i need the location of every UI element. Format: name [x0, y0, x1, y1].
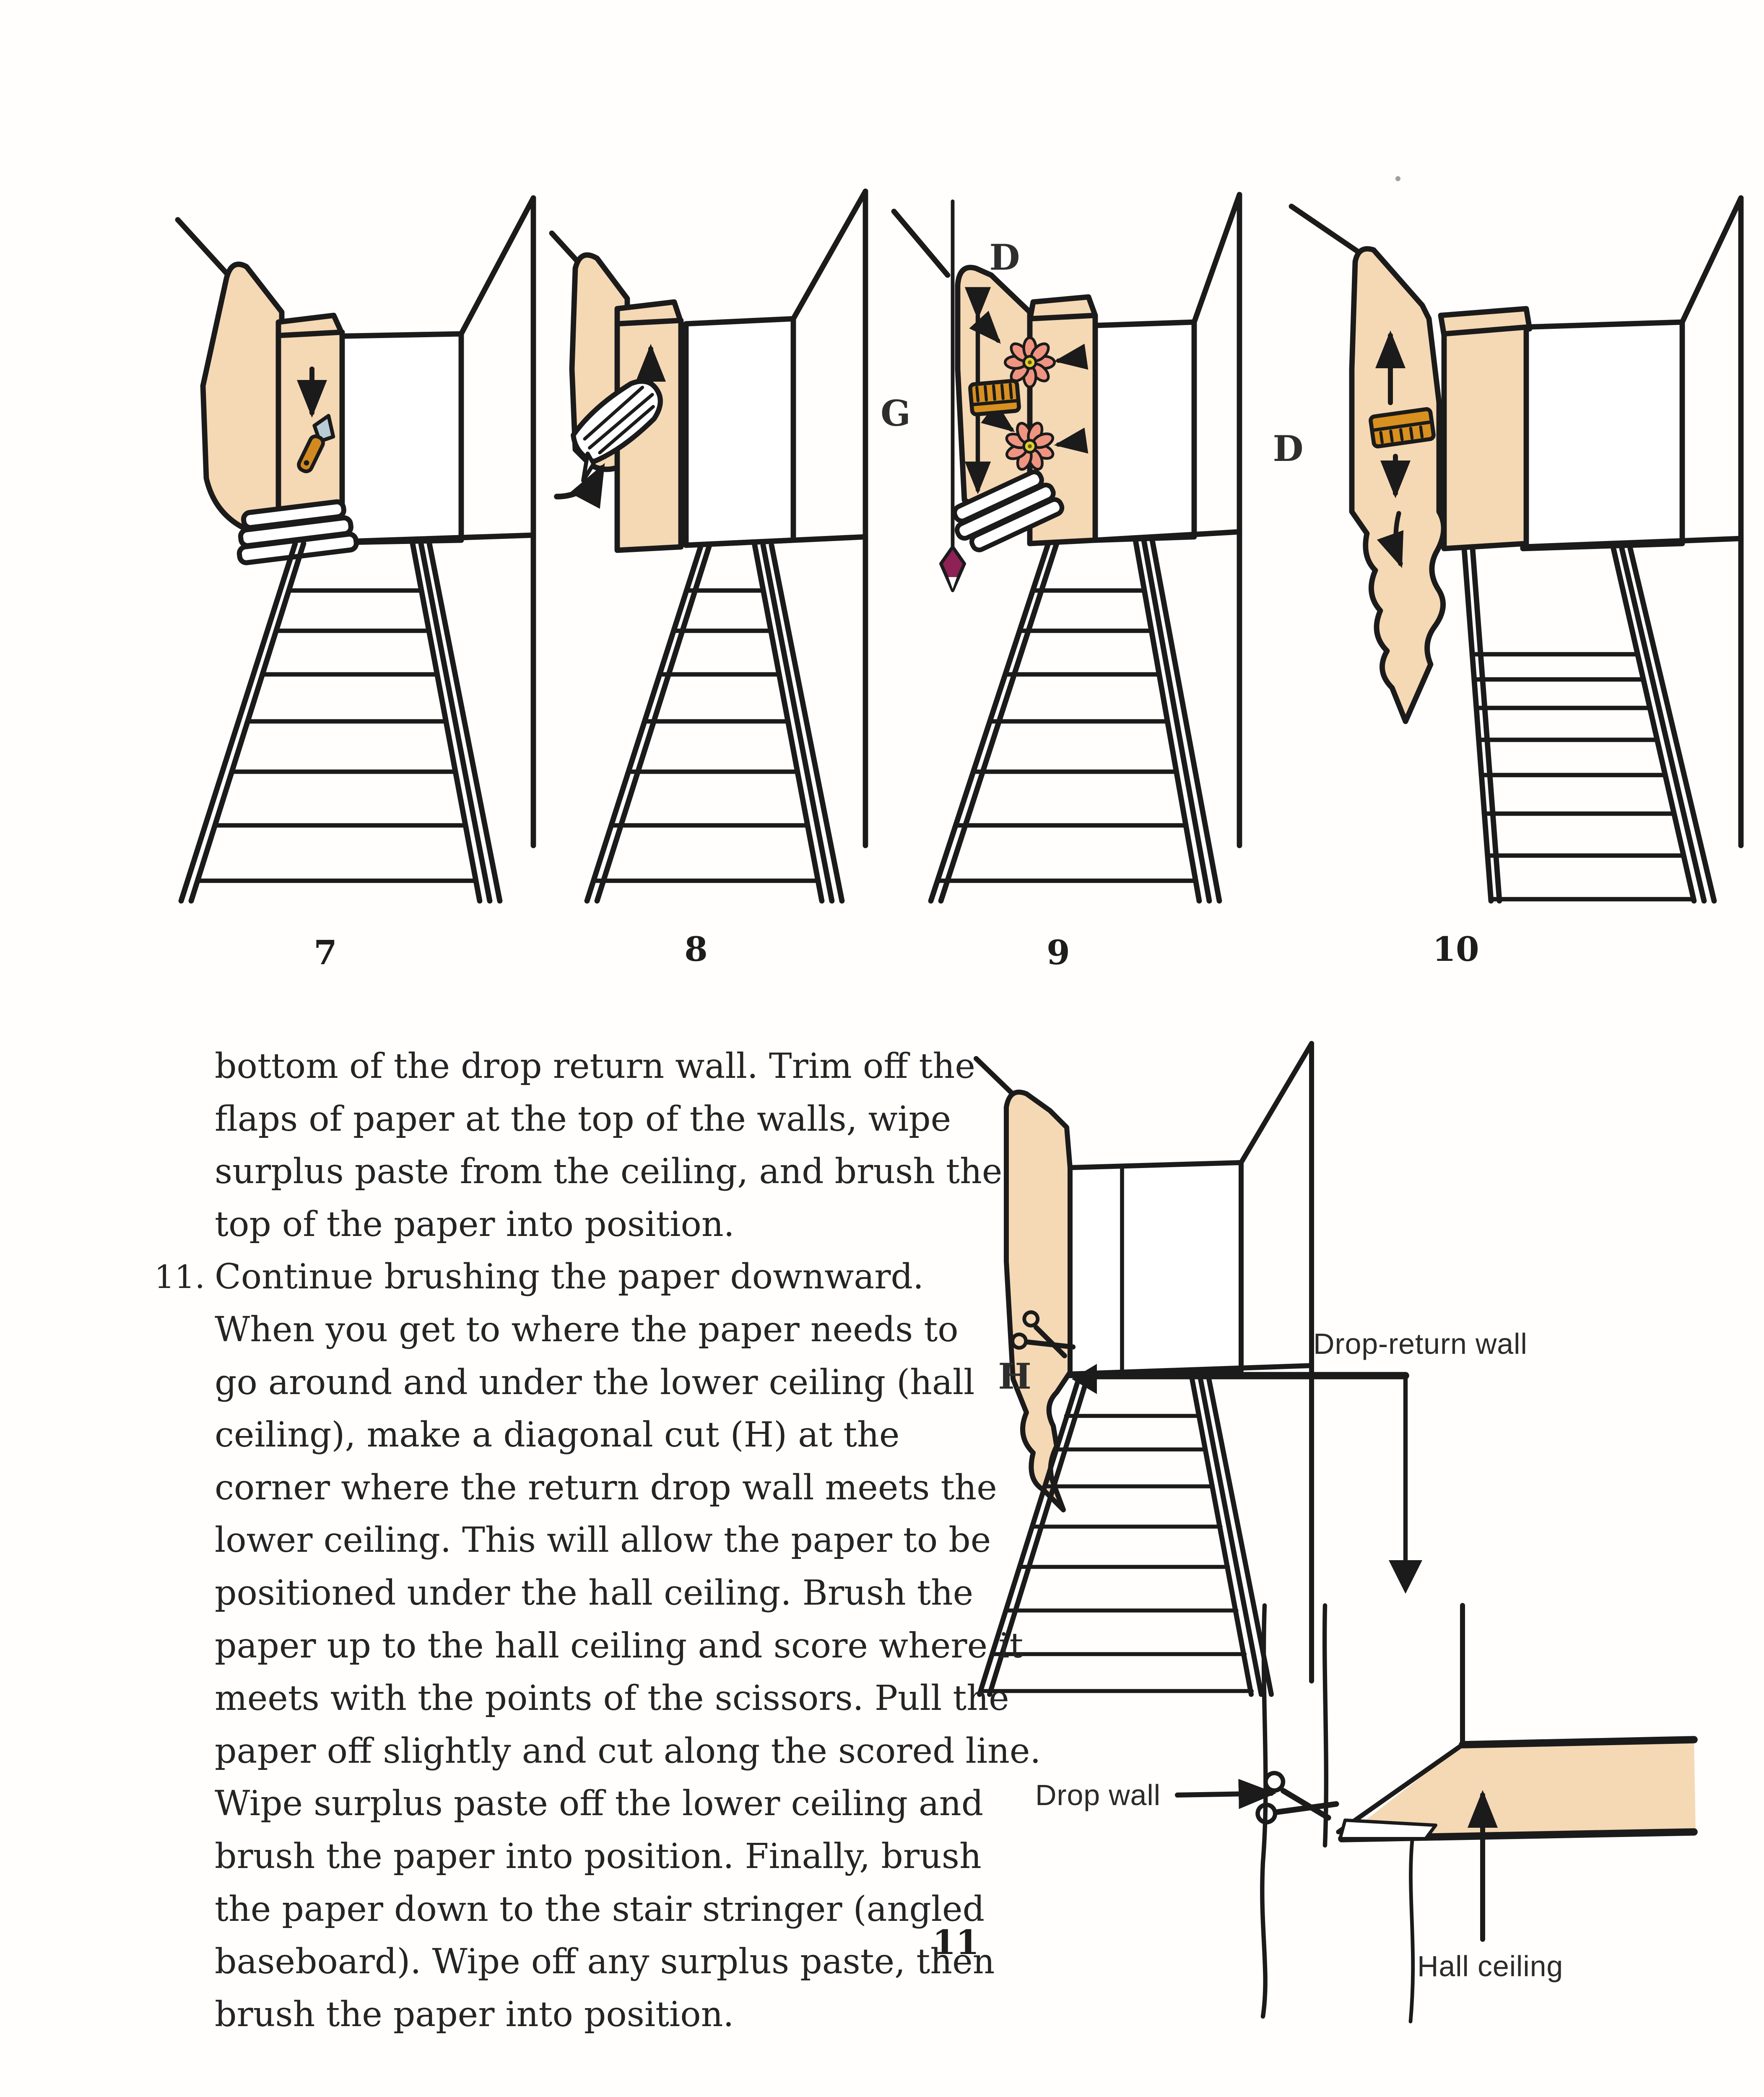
body-text-line: lower ceiling. This will allow the paper…: [215, 1520, 991, 1561]
down-arrowhead: [1389, 1560, 1422, 1594]
flower-motif-icon: [1005, 421, 1055, 471]
ceiling-top-edge: [1459, 1736, 1698, 1748]
curved-arrow-icon: [554, 463, 605, 509]
left-ceiling-line: [175, 217, 233, 280]
wavy-wall-line: [1408, 1838, 1415, 2024]
hall-ceiling-line: [1092, 529, 1242, 543]
head-wall: [1520, 319, 1685, 552]
scissors-icon: [1011, 1310, 1076, 1358]
stairs: [584, 542, 845, 904]
drop-wall-label: Drop wall: [1035, 1779, 1161, 1811]
body-text-line: Continue brushing the paper downward.: [215, 1257, 924, 1297]
label-g-fig9: G: [881, 393, 911, 434]
body-text-line: flaps of paper at the top of the walls, …: [215, 1099, 951, 1139]
cut-flap: [1338, 1819, 1437, 1840]
body-text-line: paper up to the hall ceiling and score w…: [215, 1626, 1024, 1666]
paste-brush-icon: [968, 379, 1021, 416]
body-text-line: corner where the return drop wall meets …: [215, 1467, 997, 1508]
corner-arrowhead: [1072, 1364, 1097, 1394]
stairs: [178, 541, 503, 904]
body-text-line: ceiling), make a diagonal cut (H) at the: [215, 1415, 900, 1455]
figure-11-detail: [1175, 1603, 1698, 2024]
figure-7-illustration: [175, 195, 536, 904]
body-text-line: baseboard). Wipe off any surplus paste, …: [215, 1942, 995, 1982]
figure-11-illustration: [974, 1041, 1314, 1697]
drop-return-wall-label: Drop-return wall: [1313, 1327, 1528, 1360]
body-text-line: the paper down to the stair stringer (an…: [215, 1889, 985, 1929]
wallpaper-drop-strip: [1441, 324, 1529, 552]
pattern-match-arrow-icon: [1054, 427, 1089, 454]
stairs: [928, 537, 1222, 904]
list-item-11: 11. Continue brushing the paper downward…: [154, 1251, 1041, 2041]
head-wall: [1068, 1160, 1244, 1378]
instruction-text: bottom of the drop return wall. Trim off…: [154, 1040, 1041, 2041]
figure-7-number: 7: [314, 933, 337, 972]
head-wall: [1092, 319, 1197, 543]
figure-10-number: 10: [1432, 929, 1479, 969]
hall-ceiling-line: [683, 534, 868, 548]
figure-11-callouts: [1072, 1364, 1422, 1594]
body-text-line: positioned under the hall ceiling. Brush…: [215, 1573, 974, 1613]
curved-down-arrow-icon: [1377, 511, 1404, 568]
figure-8-illustration: [549, 188, 868, 904]
continuation-paragraph: bottom of the drop return wall. Trim off…: [215, 1040, 1041, 1251]
hall-ceiling-label: Hall ceiling: [1417, 1950, 1564, 1983]
head-wall: [683, 316, 796, 548]
utility-knife-icon: [297, 414, 335, 474]
figure-8-number: 8: [684, 929, 708, 969]
label-h-fig11: H: [998, 1356, 1031, 1397]
right-ceiling-line: [1239, 1041, 1314, 1165]
diagonal-arrow-icon: [969, 310, 1001, 344]
wallpaper-left-wall: [200, 261, 285, 533]
label-d-fig9: D: [989, 237, 1020, 278]
drop-wall-line: [1260, 1603, 1268, 2019]
list-item-lines: Continue brushing the paper downward. Whe…: [215, 1251, 1041, 2041]
diagonal-arrow-icon: [981, 402, 1015, 432]
hall-ceiling-line: [1520, 536, 1744, 550]
figure-9-number: 9: [1047, 933, 1070, 972]
figure-10-illustration: [1289, 195, 1744, 904]
left-ceiling-line: [891, 208, 951, 278]
drop-wall-line: [1322, 1603, 1329, 1848]
body-text-line: brush the paper into position.: [215, 1994, 734, 2035]
flower-motif-icon: [1004, 336, 1056, 388]
right-ceiling-line: [458, 195, 536, 337]
diagonal-cut-line: [1336, 1742, 1465, 1834]
body-text-line: go around and under the lower ceiling (h…: [215, 1362, 975, 1402]
body-text-line: brush the paper into position. Finally, …: [215, 1836, 982, 1876]
right-ceiling-line: [1191, 192, 1242, 325]
paste-brush-icon: [1369, 407, 1436, 449]
plumb-bob-icon: [939, 545, 966, 592]
drop-wall-pointer-arrow: [1175, 1779, 1276, 1809]
figure-9-illustration: [891, 192, 1242, 904]
body-text-line: bottom of the drop return wall. Trim off…: [215, 1046, 975, 1086]
stairs: [977, 1370, 1274, 1697]
figure-11-number: 11: [933, 1923, 979, 1962]
body-text-line: paper off slightly and cut along the sco…: [215, 1731, 1041, 1771]
label-d-fig10: D: [1273, 428, 1304, 469]
hall-ceiling-surface: [1342, 1740, 1696, 1839]
stairs: [1461, 546, 1717, 904]
body-text-line: When you get to where the paper needs to: [215, 1309, 959, 1350]
body-text-line: top of the paper into position.: [215, 1204, 735, 1244]
right-ceiling-line: [790, 188, 868, 322]
body-text-line: meets with the points of the scissors. P…: [215, 1678, 1009, 1719]
folded-paper-bundle: [952, 469, 1065, 552]
body-text-line: surplus paste from the ceiling, and brus…: [215, 1152, 1003, 1192]
print-speck: [1395, 176, 1400, 181]
list-item-number: 11.: [154, 1258, 205, 1296]
right-ceiling-line: [1679, 195, 1744, 325]
pattern-match-arrow-icon: [1054, 343, 1089, 370]
body-text-line: Wipe surplus paste off the lower ceiling…: [215, 1784, 984, 1824]
